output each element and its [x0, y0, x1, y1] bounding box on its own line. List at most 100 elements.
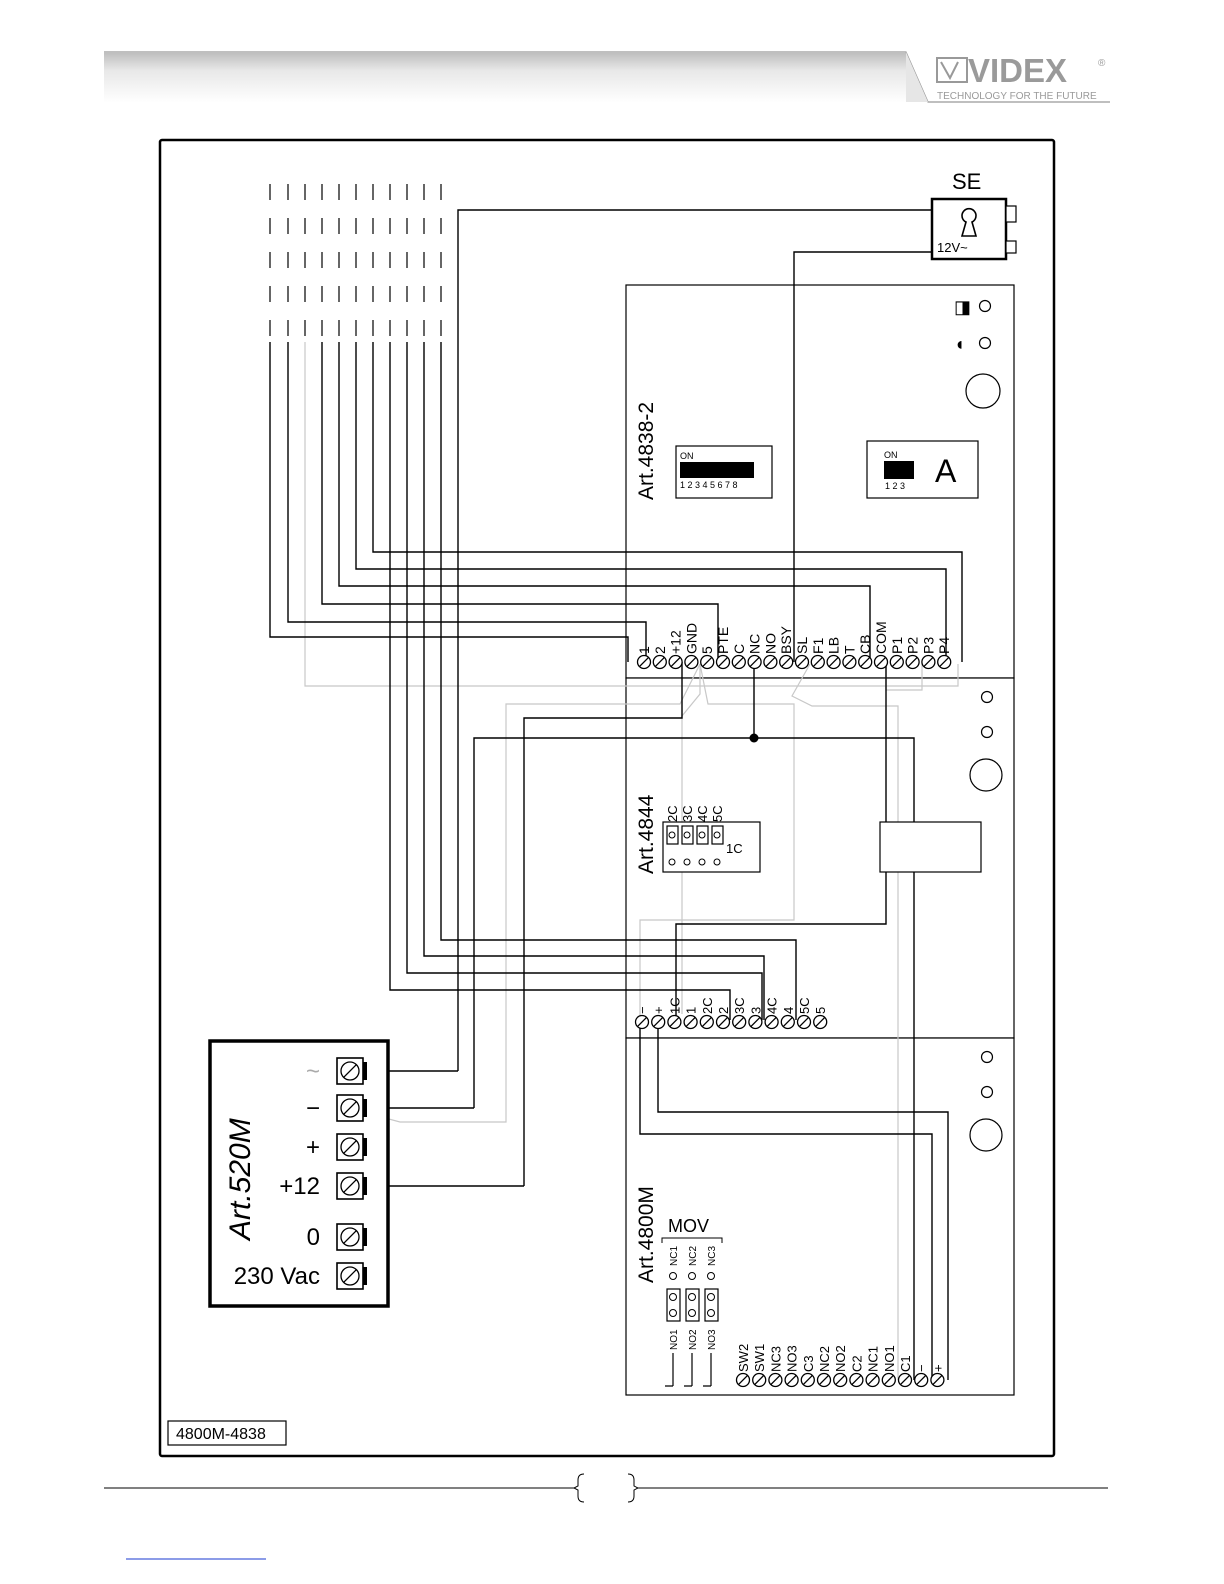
module-4838: Art.4838-2 ON 1 2 3 4 5 6 7 8 ON 1 2 3 A…	[635, 297, 1001, 670]
psu-label: Art.520M	[224, 1118, 257, 1242]
terminal-label: NC3	[768, 1346, 783, 1372]
terminal: NO	[762, 633, 778, 670]
psu-terminal-label: ~	[306, 1058, 320, 1085]
terminal-label: 2C	[700, 997, 715, 1014]
psu-terminal: ~	[306, 1057, 367, 1085]
terminal: 2C	[699, 997, 715, 1030]
terminal: 4	[780, 1007, 796, 1030]
terminal: P4	[936, 637, 952, 670]
jumper-label: 5C	[710, 805, 725, 822]
light-wiring	[304, 342, 959, 1380]
mov-no-label: NO3	[707, 1329, 718, 1350]
terminal-label: C3	[801, 1355, 816, 1372]
terminal-label: NO2	[833, 1345, 848, 1372]
diagram-ref-box: 4800M-4838	[167, 1420, 287, 1446]
terminal: SW2	[735, 1344, 751, 1388]
brand-tagline: TECHNOLOGY FOR THE FUTURE	[937, 91, 1097, 102]
terminal-label: NO3	[785, 1345, 800, 1372]
psu-terminal-label: +	[306, 1134, 320, 1161]
psu-terminal: −	[306, 1094, 367, 1122]
terminal: 1	[683, 1007, 699, 1030]
svg-text:ON: ON	[884, 450, 898, 460]
terminal: +	[930, 1364, 945, 1388]
page-footer	[104, 1473, 1108, 1560]
terminal-label: COM	[873, 621, 889, 654]
terminal-label: P2	[905, 637, 921, 654]
mov-nc-label: NC2	[688, 1246, 699, 1266]
page-header: VIDEX ® TECHNOLOGY FOR THE FUTURE	[104, 51, 1110, 103]
terminal: P2	[905, 637, 921, 670]
terminal: C	[731, 644, 747, 670]
4838-leds: ◨ ◖	[954, 297, 1001, 409]
terminal: 3	[748, 1007, 763, 1030]
terminal-label: 4C	[765, 997, 780, 1014]
terminal-label: 3C	[732, 997, 747, 1014]
microphone-icon: ◖	[954, 334, 965, 354]
terminal-label: NO1	[882, 1345, 897, 1372]
terminal-label: SL	[794, 637, 810, 654]
terminal-label: C2	[849, 1355, 864, 1372]
terminal: NC1	[865, 1346, 881, 1388]
brand-name: VIDEX	[968, 52, 1067, 89]
dip3-letter: A	[935, 453, 957, 489]
terminal-label: 1	[684, 1007, 699, 1014]
svg-text:ON: ON	[680, 451, 694, 461]
psu-terminal-label: 0	[307, 1224, 320, 1251]
terminal: −	[634, 1006, 650, 1030]
terminal-label: 1C	[667, 997, 682, 1014]
button-4800m	[969, 1118, 1003, 1152]
terminal: BSY	[778, 625, 794, 670]
mov-nc-label: NC3	[707, 1246, 718, 1266]
psu-terminal: +	[306, 1133, 367, 1161]
jumper-label: 2C	[665, 805, 680, 822]
terminal-label: NC2	[817, 1346, 832, 1372]
se-voltage: 12V~	[937, 240, 968, 255]
terminal: CB	[857, 635, 873, 670]
terminal: C2	[849, 1355, 864, 1388]
psu-terminal-label: −	[306, 1095, 320, 1122]
terminal: COM	[873, 621, 889, 670]
jumper-label: 4C	[695, 805, 710, 822]
terminal: NC2	[816, 1346, 832, 1388]
psu-terminal-label: +12	[279, 1173, 320, 1200]
relay-block	[879, 821, 982, 873]
terminal-label: −	[635, 1006, 650, 1014]
terminal-label: T	[841, 645, 857, 654]
terminal-label: C1	[898, 1355, 913, 1372]
terminal-label: +12	[668, 630, 684, 654]
keyhole-icon	[960, 207, 978, 237]
terminal: LB	[826, 637, 842, 670]
terminal: 2	[715, 1007, 731, 1030]
mov-label: MOV	[668, 1216, 709, 1236]
terminal-label: F1	[810, 637, 826, 654]
terminal-label: NO	[762, 633, 778, 654]
psu-terminal: +12	[279, 1172, 367, 1200]
terminal-label: BSY	[778, 625, 794, 654]
terminal: SW1	[752, 1344, 767, 1388]
terminal: 2	[652, 646, 668, 670]
svg-text:1 2 3: 1 2 3	[885, 481, 905, 491]
terminal: PTE	[715, 627, 731, 670]
terminal: F1	[810, 637, 826, 670]
terminal: NC3	[768, 1346, 783, 1388]
jumper: 4C	[695, 805, 710, 866]
terminal: 1	[636, 646, 652, 670]
terminal: NC	[747, 634, 763, 670]
terminal-label: 5	[813, 1007, 828, 1014]
module-4844-label: Art.4844	[635, 794, 658, 874]
terminal-label: +	[651, 1006, 666, 1014]
terminal: +	[651, 1006, 666, 1030]
mov-no-label: NO1	[669, 1329, 680, 1350]
terminal-label: C	[731, 644, 747, 654]
terminal: C3	[800, 1355, 816, 1388]
jumper: 5C	[710, 805, 725, 866]
